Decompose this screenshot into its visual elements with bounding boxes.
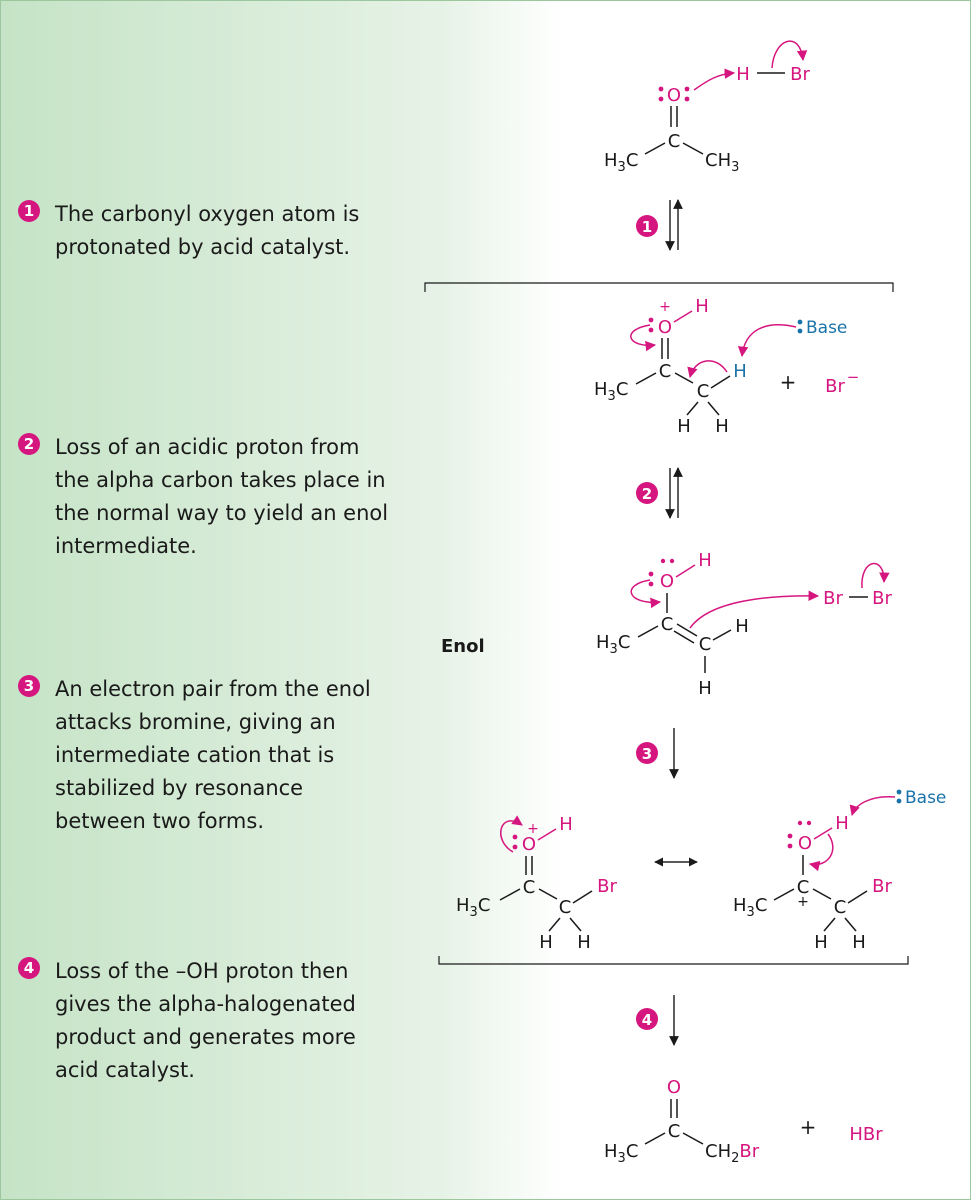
- hydrogen-atom: H: [698, 550, 712, 571]
- svg-text:+: +: [800, 1115, 817, 1139]
- resonance-bracket-top: [424, 282, 894, 292]
- svg-text:H: H: [577, 932, 591, 953]
- svg-text:2: 2: [642, 485, 652, 503]
- svg-text:H: H: [559, 814, 573, 835]
- svg-text:−: −: [847, 368, 860, 386]
- svg-text:1: 1: [642, 218, 652, 236]
- ch3-group: CH3: [705, 150, 739, 175]
- step-text: The carbonyl oxygen atom is protonated b…: [55, 202, 360, 259]
- svg-text:H: H: [735, 616, 749, 637]
- h3c-group: H3C: [456, 895, 490, 920]
- bromine-atom: Br: [872, 588, 892, 609]
- step-text: Loss of an acidic proton from the alpha …: [55, 435, 389, 558]
- enol-label: Enol: [441, 636, 485, 657]
- hydrogen-atom: H: [736, 64, 750, 85]
- svg-text:H: H: [539, 932, 553, 953]
- bromine-atom: Br: [823, 588, 843, 609]
- ch2br-group: CH2Br: [705, 1141, 760, 1166]
- acidic-hydrogen: H: [733, 361, 747, 382]
- bromine-atom: Br: [790, 64, 810, 85]
- carbon-atom: C: [523, 877, 536, 898]
- step-badge: 4: [18, 957, 40, 979]
- svg-text:+: +: [659, 299, 671, 315]
- oxygen-atom: O: [798, 833, 812, 854]
- carbon-atom: C: [668, 131, 681, 152]
- hydrogen-atom: H: [695, 296, 709, 317]
- carbon-atom: C: [661, 614, 674, 635]
- reaction-arrow-4: 4: [636, 995, 679, 1046]
- step-text: An electron pair from the enol attacks b…: [55, 677, 371, 833]
- svg-text:+: +: [527, 821, 539, 837]
- oxygen-atom: O: [658, 317, 672, 338]
- hbr-product: HBr: [849, 1124, 883, 1145]
- base-label: Base: [905, 788, 946, 808]
- svg-text:H: H: [715, 416, 729, 437]
- carbon-atom: C: [697, 381, 710, 402]
- carbon-atom: C: [659, 361, 672, 382]
- molecule-enol: O H C H3C C H H Br Br: [596, 550, 892, 699]
- molecule-protonated-ketone: + O H C H3C C H H H Base + Br −: [594, 296, 859, 437]
- resonance-bracket-bottom: [438, 956, 909, 965]
- svg-text:4: 4: [642, 1011, 652, 1029]
- svg-text:H: H: [677, 416, 691, 437]
- svg-text:+: +: [797, 894, 809, 910]
- carbon-atom: C: [559, 897, 572, 918]
- base-label: Base: [806, 318, 847, 338]
- carbon-atom: C: [668, 1121, 681, 1142]
- molecule-product: O C H3C CH2Br + HBr: [604, 1077, 883, 1166]
- equilibrium-arrow-1: 1: [636, 199, 683, 251]
- svg-text:H: H: [698, 678, 712, 699]
- svg-text:3: 3: [642, 745, 652, 763]
- h3c-group: H3C: [604, 1141, 638, 1166]
- step-text: Loss of the –OH proton then gives the al…: [55, 959, 356, 1082]
- carbon-atom: C: [699, 634, 712, 655]
- step-badge: 3: [18, 675, 40, 697]
- carbon-atom: C: [834, 897, 847, 918]
- h3c-group: H3C: [594, 379, 628, 404]
- bromide-ion: Br: [825, 376, 845, 397]
- step-badge: 2: [18, 433, 40, 455]
- bromine-atom: Br: [872, 876, 892, 897]
- svg-text:H: H: [852, 932, 866, 953]
- bromine-atom: Br: [597, 876, 617, 897]
- svg-text:+: +: [780, 370, 797, 394]
- step-badge: 1: [18, 200, 40, 222]
- svg-text:H: H: [814, 932, 828, 953]
- oxygen-atom: O: [667, 85, 681, 106]
- cation-resonance-form-a: + O H C H3C C Br H H: [456, 814, 617, 953]
- h3c-group: H3C: [604, 150, 638, 175]
- oxygen-atom: O: [522, 834, 536, 855]
- oxygen-atom: O: [660, 571, 674, 592]
- h3c-group: H3C: [733, 895, 767, 920]
- equilibrium-arrow-2: 2: [636, 467, 683, 519]
- molecule-acetone: O C H3C CH3 H Br: [604, 40, 810, 175]
- reaction-arrow-3: 3: [636, 728, 679, 779]
- cation-resonance-form-b: O H C + H3C C Br H H Base: [733, 788, 946, 953]
- carbon-atom: C: [797, 877, 810, 898]
- oxygen-atom: O: [667, 1077, 681, 1098]
- svg-text:H: H: [835, 813, 849, 834]
- h3c-group: H3C: [596, 632, 630, 657]
